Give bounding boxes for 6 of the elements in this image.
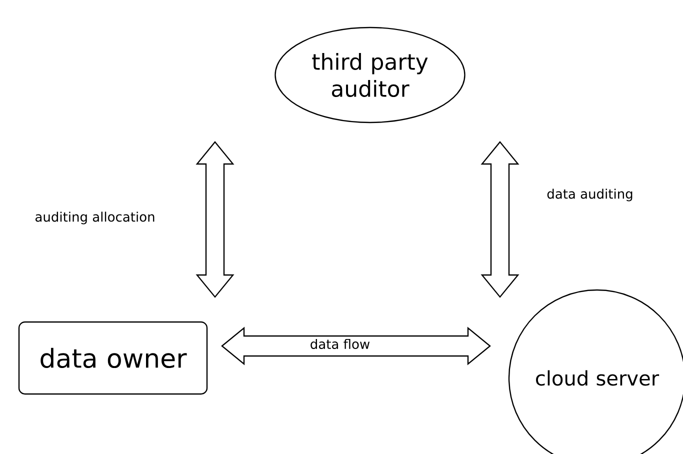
- edge-label: data flow: [308, 338, 372, 350]
- owner-box: data owner: [18, 321, 208, 395]
- double-arrow: [196, 141, 234, 298]
- edge-label: data auditing: [546, 188, 634, 202]
- double-arrow: [480, 141, 520, 298]
- edge-label: auditing allocation: [34, 210, 156, 226]
